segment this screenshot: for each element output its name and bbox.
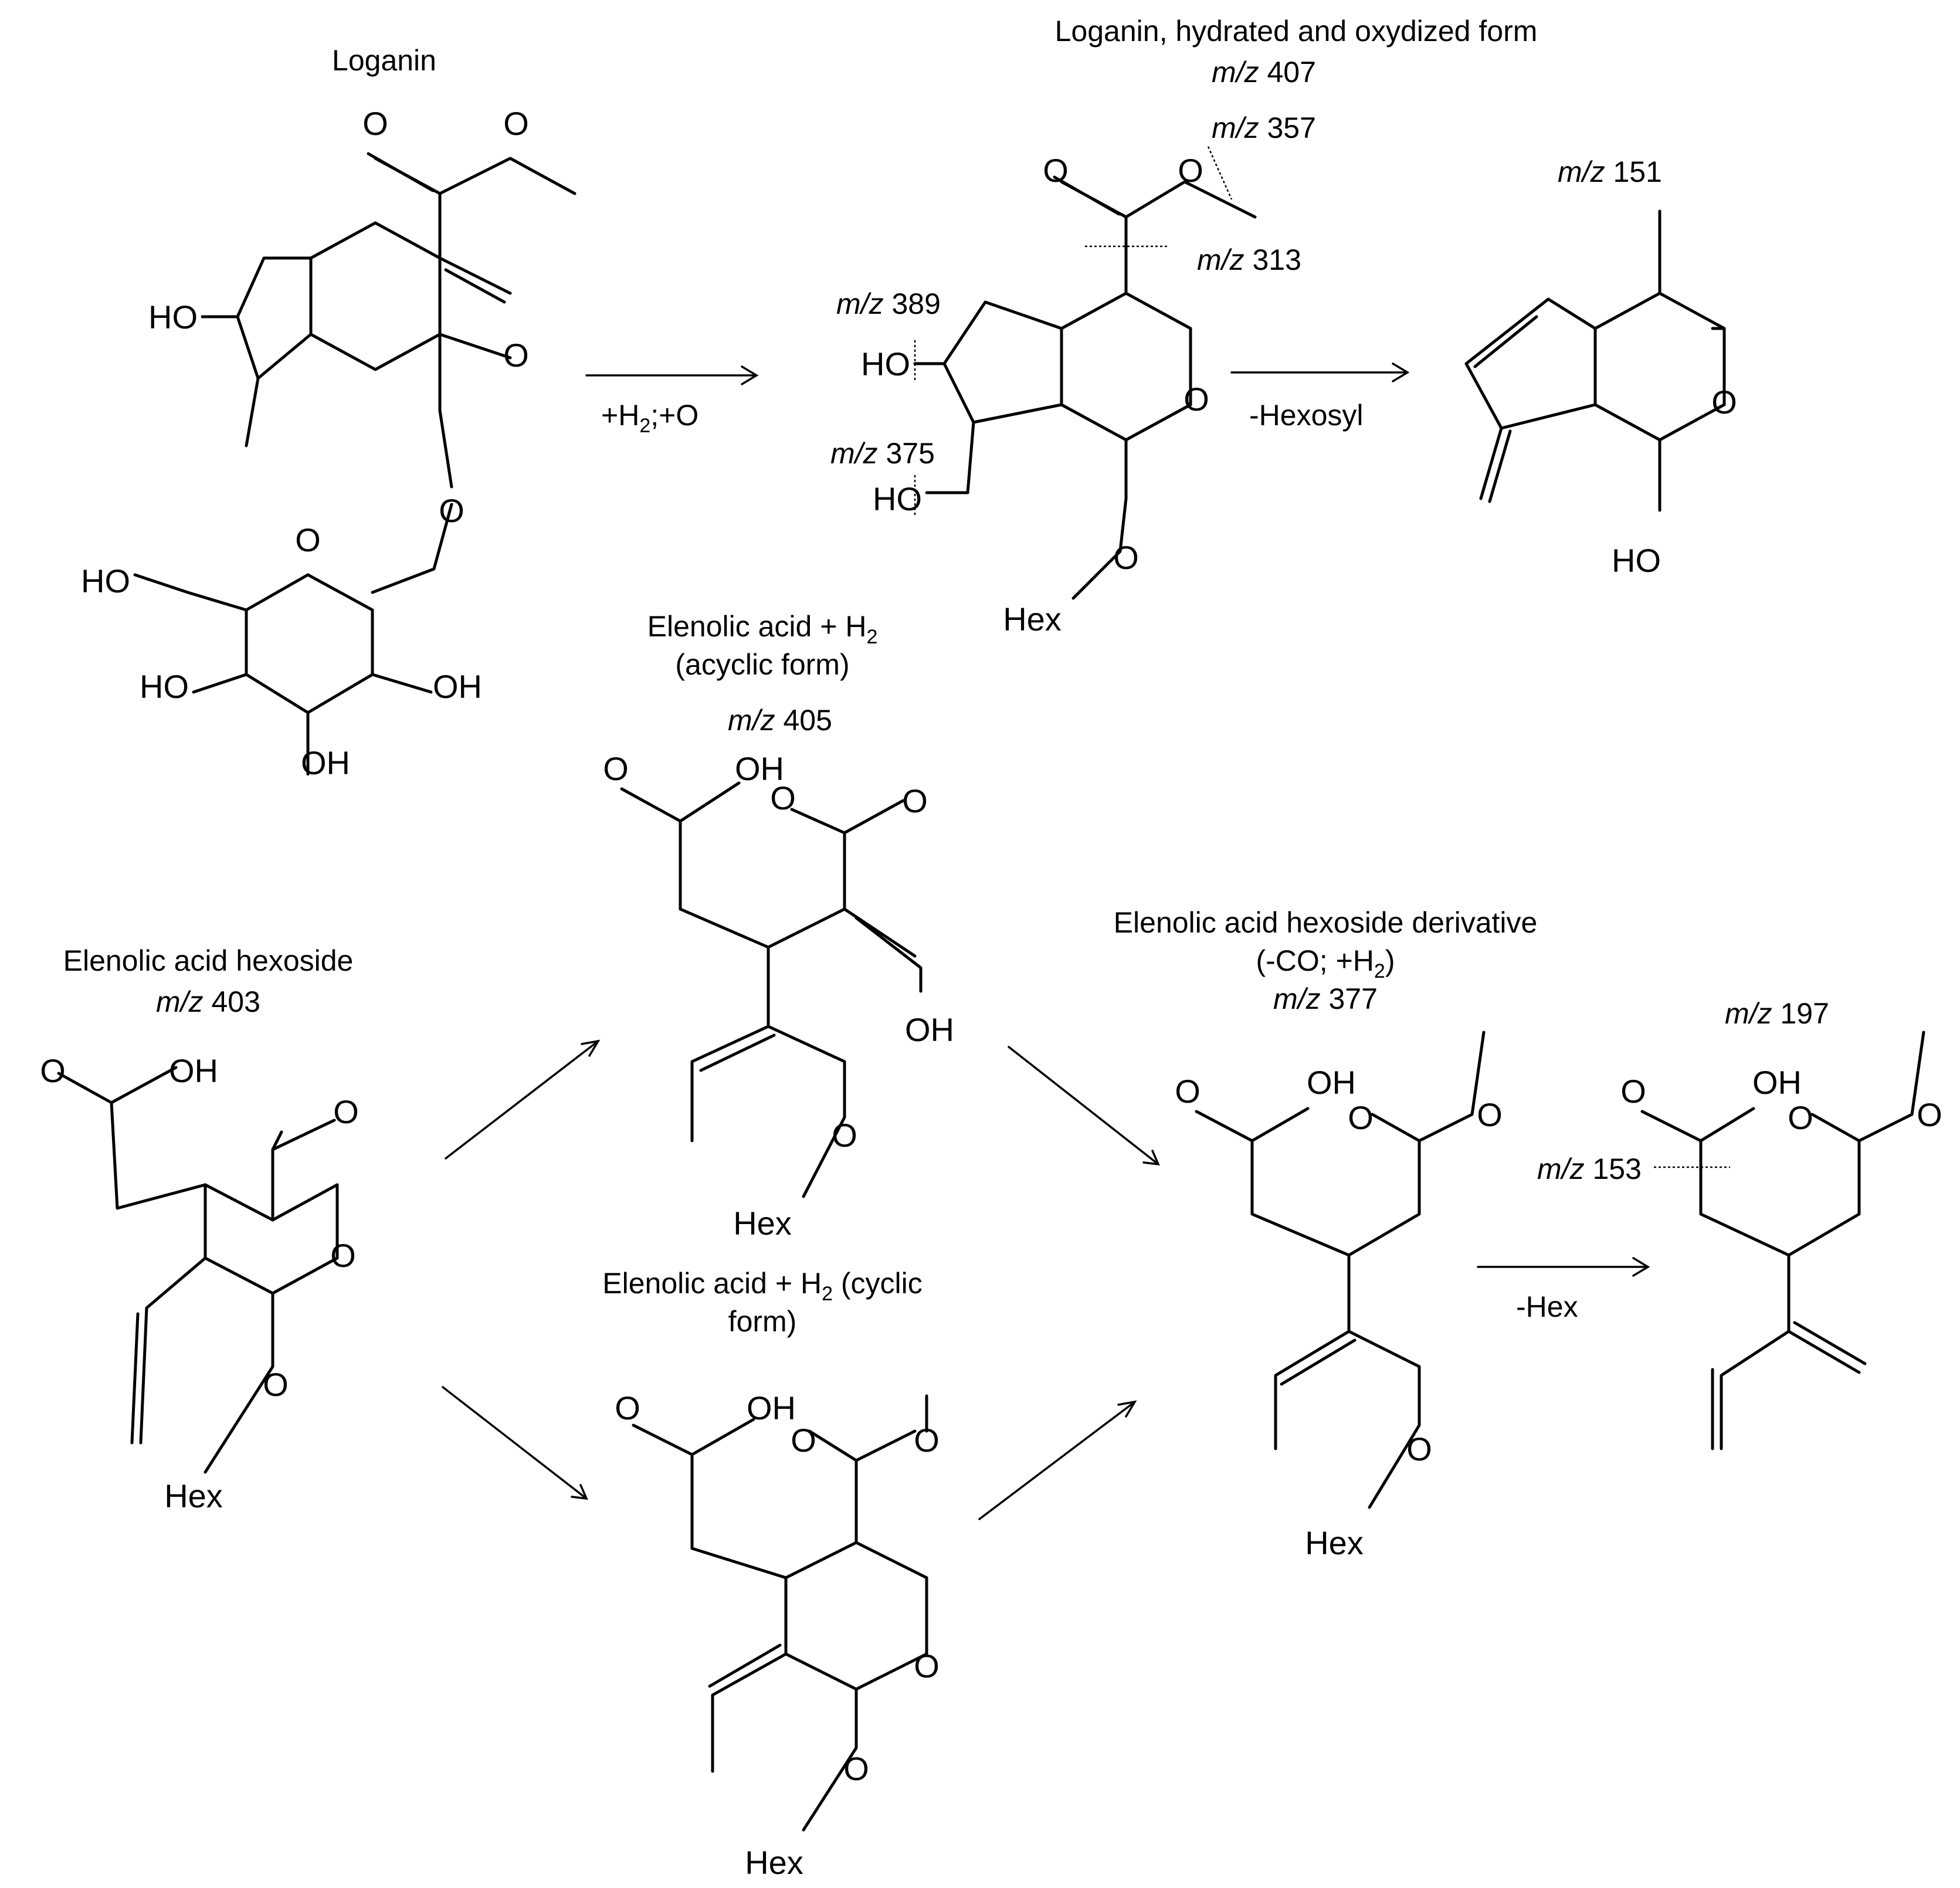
- fragment-197-structure: m/z 197 m/z 153 O OH O O: [1537, 997, 1942, 1450]
- mz-label: m/z 389: [836, 287, 941, 320]
- atom-o: O: [1711, 384, 1737, 421]
- atom-o: O: [603, 750, 629, 787]
- atom-o: O: [1184, 381, 1209, 418]
- atom-o: O: [1477, 1096, 1503, 1133]
- atom-oh: OH: [169, 1052, 218, 1089]
- arrow-derivative-to-197: -Hex: [1477, 1257, 1650, 1323]
- elenolic-derivative-subtitle: (-CO; +H2): [1256, 944, 1395, 982]
- atom-o: O: [40, 1052, 66, 1089]
- atom-oh: OH: [747, 1389, 796, 1426]
- atom-o: O: [503, 105, 529, 142]
- atom-o: O: [1175, 1073, 1201, 1110]
- elenolic-hexoside-structure: Elenolic acid hexoside m/z 403 O OH O O …: [40, 944, 359, 1514]
- atom-ho: HO: [148, 299, 198, 335]
- atom-oh: OH: [905, 1011, 954, 1048]
- atom-o: O: [902, 782, 928, 819]
- atom-oh: OH: [735, 750, 784, 787]
- atom-o: O: [1113, 539, 1139, 576]
- arrow-acyclic-to-derivative: [1008, 1046, 1160, 1166]
- loganin-hydrated-structure: Loganin, hydrated and oxydized form m/z …: [830, 15, 1537, 638]
- atom-o: O: [330, 1237, 356, 1274]
- loganin-structure: Loganin O O O HO O O HO HO OH OH: [81, 44, 577, 781]
- atom-hex: Hex: [164, 1477, 223, 1514]
- atom-hex: Hex: [1305, 1524, 1364, 1561]
- elenolic-hexoside-title: Elenolic acid hexoside: [63, 944, 354, 977]
- atom-hex: Hex: [733, 1205, 792, 1242]
- elenolic-acyclic-title: Elenolic acid + H2: [647, 610, 878, 648]
- atom-o: O: [439, 492, 464, 529]
- mz-label: m/z 357: [1212, 111, 1316, 144]
- arrow-label: -Hex: [1516, 1290, 1578, 1323]
- atom-hex: Hex: [1003, 601, 1062, 638]
- fragment-151-structure: m/z 151 O HO: [1464, 155, 1737, 579]
- atom-o: O: [295, 521, 321, 558]
- atom-o: O: [914, 1422, 940, 1459]
- arrow-cyclic-to-derivative: [978, 1400, 1137, 1520]
- atom-o: O: [914, 1648, 940, 1684]
- mz-label: m/z 377: [1273, 982, 1378, 1015]
- atom-o: O: [503, 337, 529, 374]
- atom-o: O: [843, 1750, 869, 1787]
- atom-o: O: [1043, 152, 1069, 189]
- mz-label: m/z 407: [1212, 56, 1316, 89]
- arrow-hydrated-to-151: -Hexosyl: [1230, 362, 1410, 432]
- arrow-label: -Hexosyl: [1249, 399, 1363, 432]
- atom-ho: HO: [873, 480, 922, 517]
- atom-o: O: [1348, 1099, 1374, 1136]
- atom-oh: OH: [301, 744, 350, 781]
- atom-ho: HO: [1612, 542, 1661, 579]
- elenolic-derivative-structure: Elenolic acid hexoside derivative (-CO; …: [1114, 906, 1538, 1561]
- atom-o: O: [770, 779, 796, 816]
- mz-label: m/z 197: [1725, 997, 1829, 1030]
- mz-label: m/z 405: [728, 704, 832, 737]
- atom-o: O: [832, 1117, 857, 1154]
- loganin-title: Loganin: [332, 44, 436, 77]
- atom-oh: OH: [433, 668, 482, 705]
- atom-o: O: [362, 105, 388, 142]
- arrow-hexoside-to-acyclic: [445, 1039, 601, 1160]
- atom-ho: HO: [81, 562, 130, 599]
- atom-oh: OH: [1307, 1064, 1356, 1101]
- elenolic-cyclic-subtitle: form): [728, 1305, 797, 1338]
- loganin-hydrated-title: Loganin, hydrated and oxydized form: [1055, 15, 1538, 48]
- elenolic-acyclic-structure: Elenolic acid + H2 (acyclic form) m/z 40…: [603, 610, 954, 1242]
- arrow-hexoside-to-cyclic: [442, 1386, 588, 1500]
- atom-ho: HO: [140, 668, 189, 705]
- mz-label: m/z 403: [156, 985, 260, 1018]
- elenolic-cyclic-title: Elenolic acid + H2 (cyclic: [602, 1267, 923, 1305]
- atom-hex: Hex: [745, 1844, 803, 1881]
- atom-o: O: [1917, 1096, 1942, 1133]
- elenolic-derivative-title: Elenolic acid hexoside derivative: [1114, 906, 1538, 939]
- atom-o: O: [1788, 1099, 1813, 1136]
- mz-label: m/z 151: [1558, 155, 1662, 188]
- atom-o: O: [333, 1093, 359, 1130]
- mz-label: m/z 313: [1197, 243, 1301, 276]
- mz-label: m/z 375: [830, 437, 935, 470]
- atom-o: O: [791, 1422, 816, 1459]
- mz-label: m/z 153: [1537, 1153, 1642, 1185]
- atom-o: O: [1406, 1431, 1432, 1467]
- atom-o: O: [263, 1366, 289, 1403]
- elenolic-cyclic-structure: Elenolic acid + H2 (cyclic form) O OH O …: [602, 1267, 940, 1881]
- arrow-label: +H2;+O: [601, 399, 698, 437]
- arrow-loganin-to-hydrated: +H2;+O: [585, 365, 759, 437]
- atom-ho: HO: [861, 345, 910, 382]
- atom-o: O: [1620, 1073, 1646, 1110]
- atom-o: O: [615, 1389, 640, 1426]
- elenolic-acyclic-subtitle: (acyclic form): [675, 648, 849, 681]
- atom-oh: OH: [1752, 1064, 1802, 1101]
- atom-o: O: [1178, 152, 1203, 189]
